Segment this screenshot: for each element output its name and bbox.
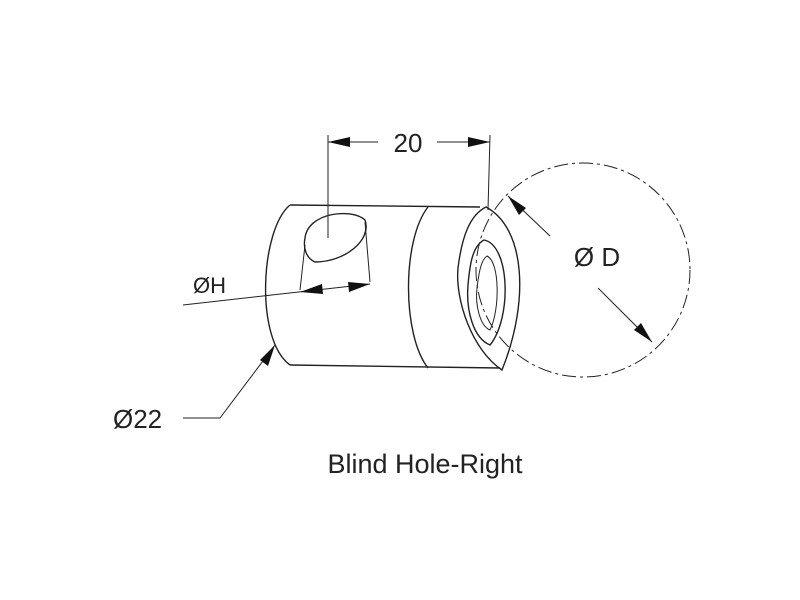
diagram-caption: Blind Hole-Right xyxy=(327,449,523,479)
sphere-arrowhead-lower xyxy=(634,323,652,342)
blind-hole-outer xyxy=(466,239,506,346)
cylinder-left-end xyxy=(264,204,291,366)
body-leader-line xyxy=(183,344,276,419)
cylinder-bottom-edge xyxy=(289,364,501,369)
cylinder-top-edge xyxy=(289,204,481,208)
dimension-body-diameter: Ø22 xyxy=(113,344,276,434)
cylinder-body xyxy=(264,204,501,369)
sphere-arrowhead-upper xyxy=(508,196,526,215)
cross-hole-opening xyxy=(303,212,367,263)
extension-line-right xyxy=(487,134,491,211)
blind-hole-inner xyxy=(476,255,498,331)
hole-diameter-label: ØH xyxy=(193,273,226,298)
blind-hole-end xyxy=(456,206,521,372)
cross-hole-left-wall xyxy=(299,244,306,291)
dimension-sphere-diameter: Ø D xyxy=(507,195,653,343)
arrowhead-left xyxy=(328,137,350,147)
cylinder-shoulder-curve xyxy=(407,206,429,369)
end-face-outer xyxy=(456,206,521,372)
dimension-20: 20 xyxy=(327,128,491,238)
dimension-20-value: 20 xyxy=(394,128,423,158)
sphere-diameter-label: Ø D xyxy=(574,242,620,272)
hole-dimension-line xyxy=(182,283,371,306)
arrowhead-right xyxy=(468,137,490,147)
cross-hole-right-wall xyxy=(364,221,371,283)
body-leader-arrowhead xyxy=(260,345,275,366)
body-diameter-label: Ø22 xyxy=(113,404,162,434)
dimension-hole-diameter: ØH xyxy=(182,273,371,306)
sphere-outline xyxy=(475,162,691,378)
hole-arrowhead-left xyxy=(300,284,323,294)
hole-arrowhead-right xyxy=(348,282,370,292)
cross-hole xyxy=(299,212,371,291)
